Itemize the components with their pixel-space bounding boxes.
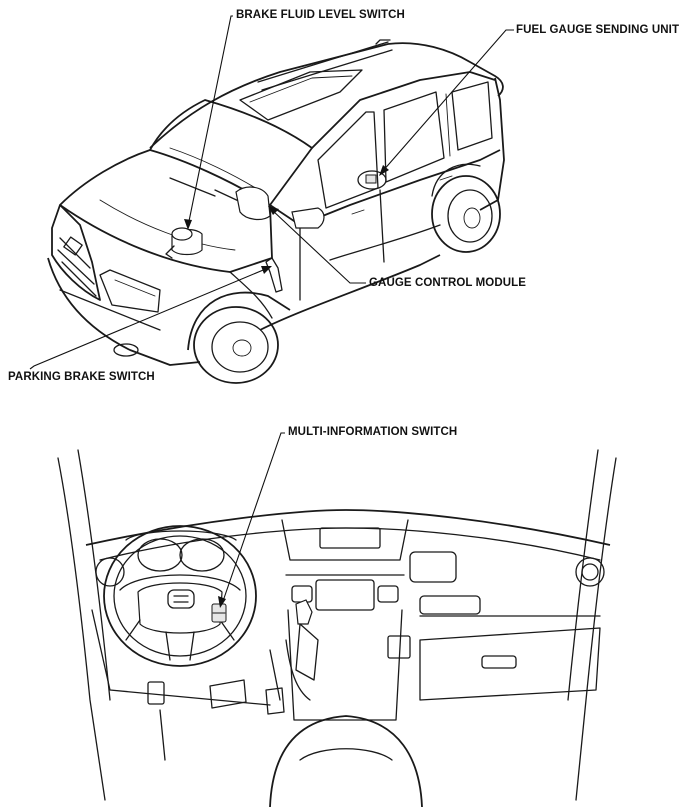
fuel-gauge-sending-unit-label: FUEL GAUGE SENDING UNIT	[516, 24, 680, 36]
leader-lines	[29, 15, 514, 608]
parking-brake-switch-label: PARKING BRAKE SWITCH	[8, 371, 155, 383]
vehicle-illustration	[47, 39, 505, 384]
multi-information-switch-label: MULTI-INFORMATION SWITCH	[288, 426, 458, 438]
gauge-control-module-label: GAUGE CONTROL MODULE	[369, 277, 527, 289]
brake-fluid-level-switch-label: BRAKE FLUID LEVEL SWITCH	[236, 9, 405, 21]
dashboard-illustration	[57, 449, 617, 807]
